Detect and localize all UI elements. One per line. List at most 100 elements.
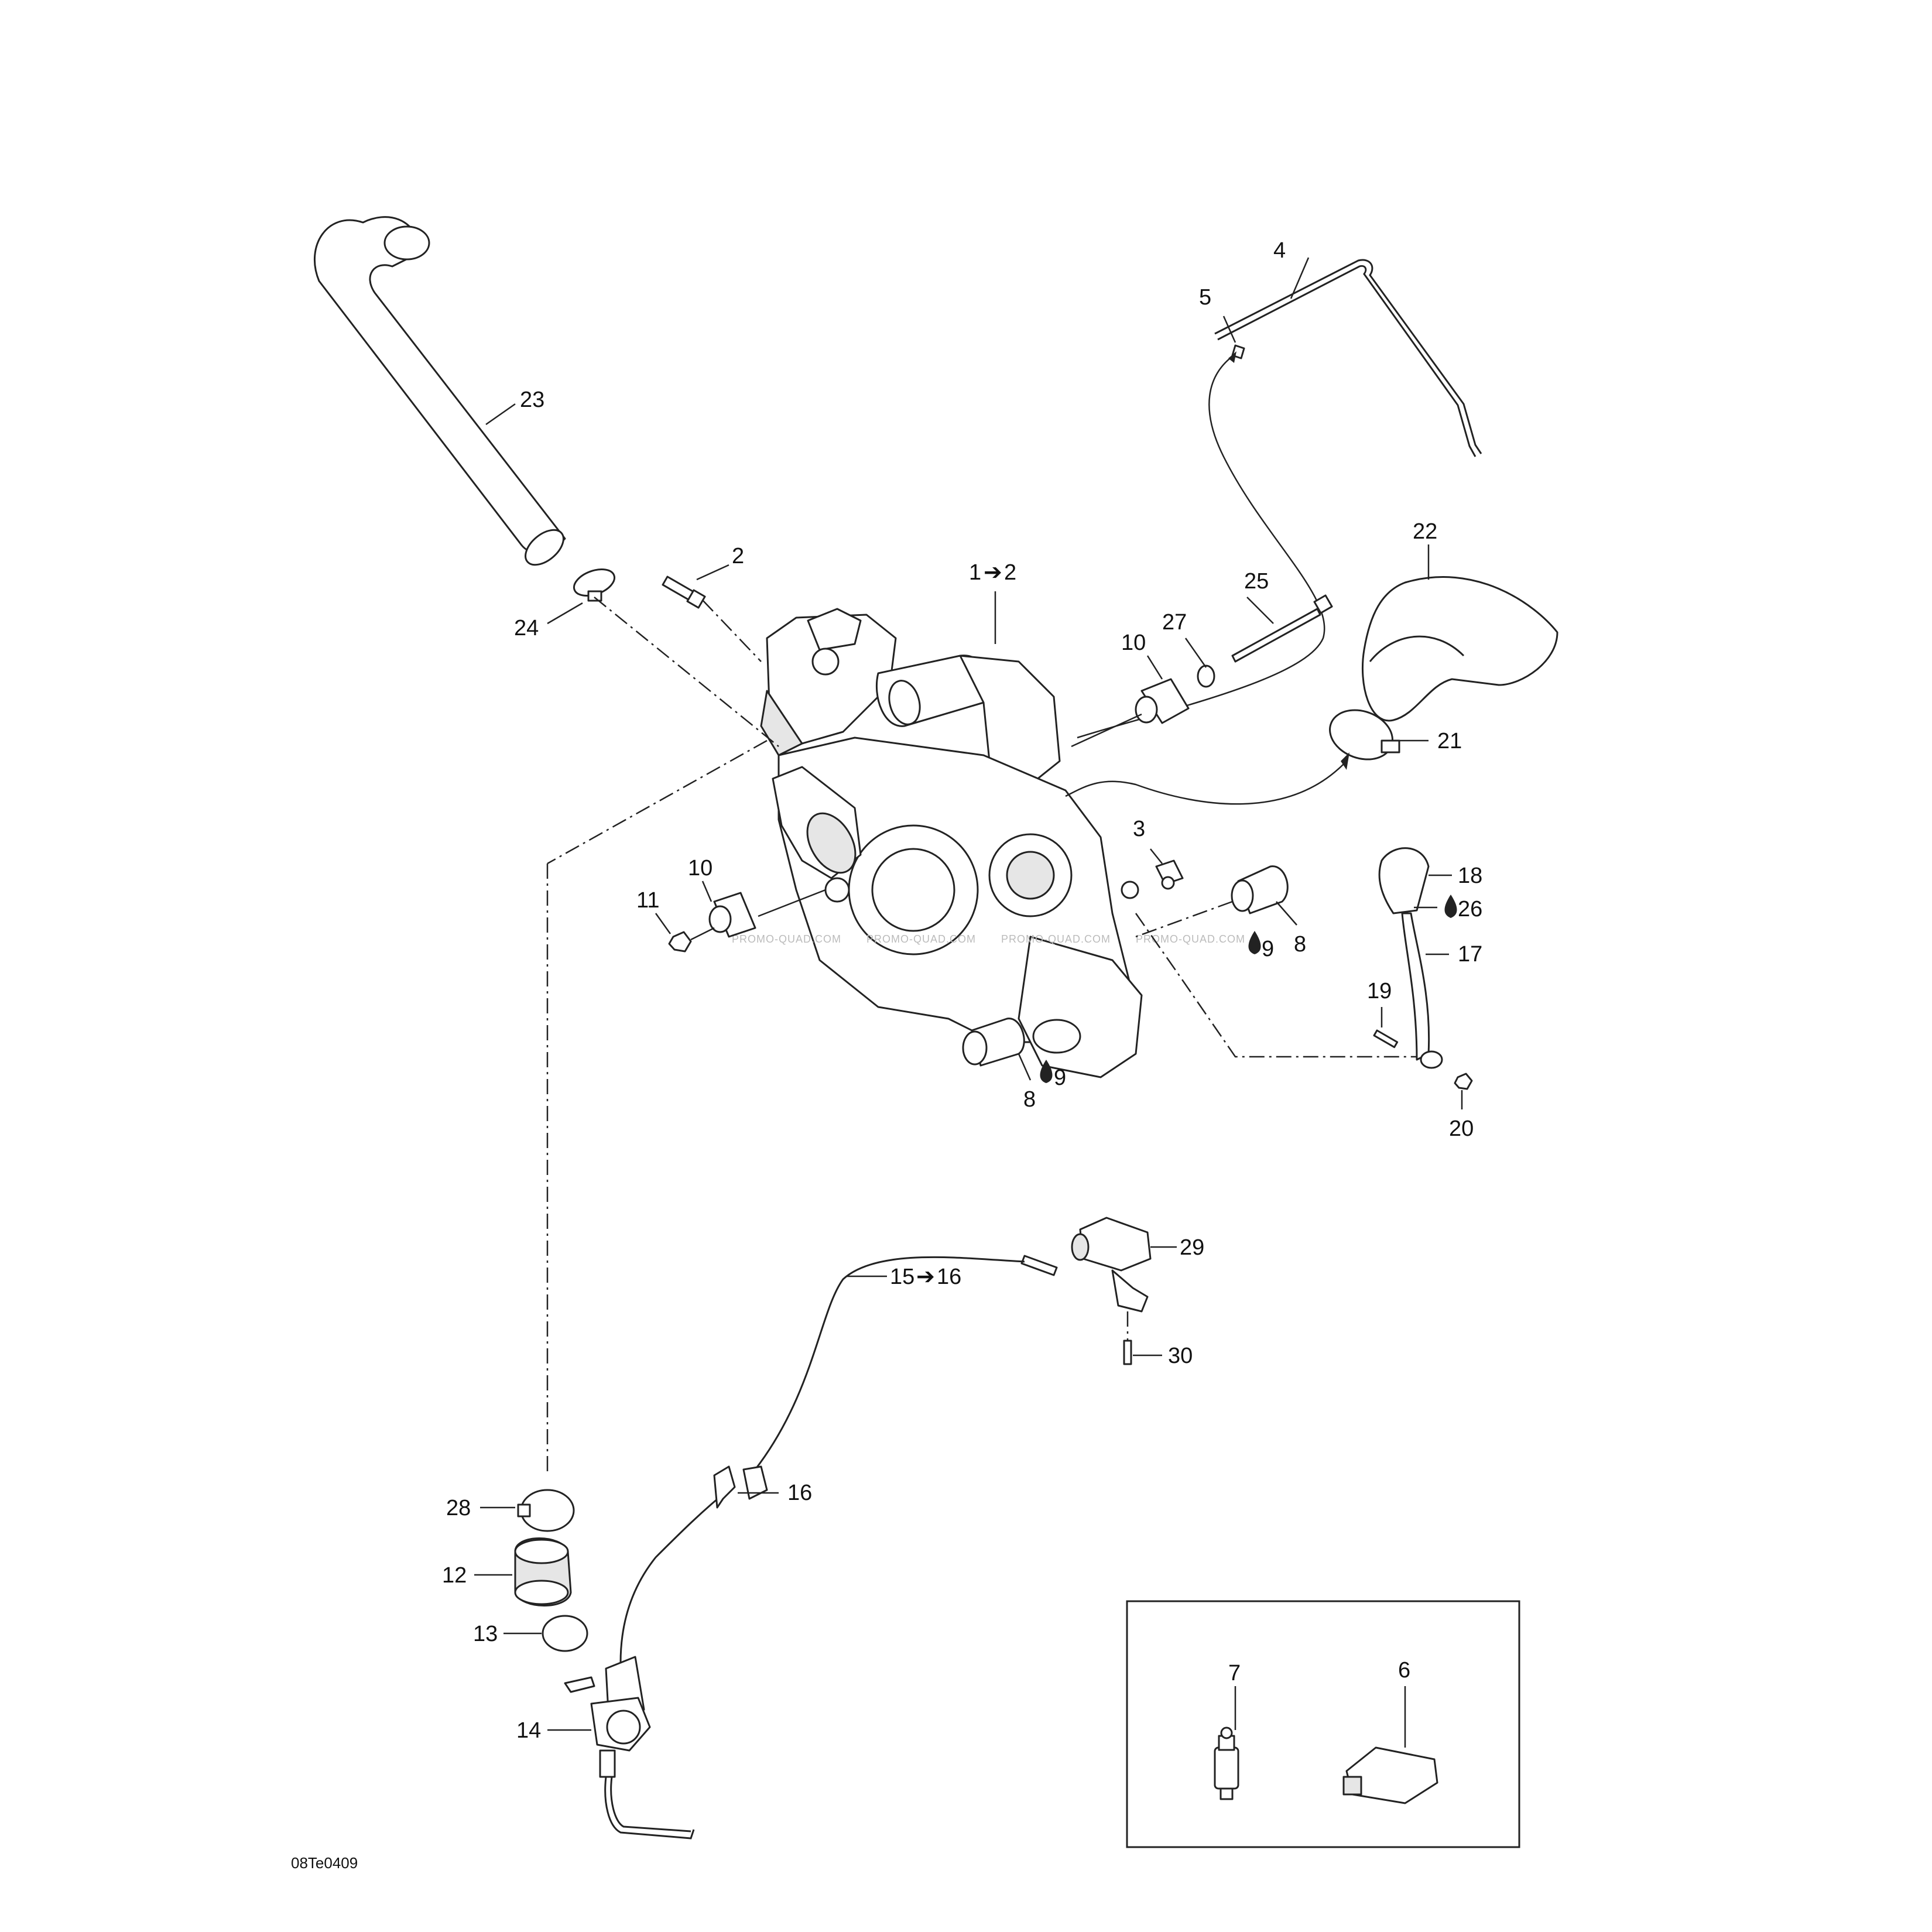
leader-24 (547, 602, 583, 625)
callout-15-16-group: 15 ➔ 16 (890, 1265, 961, 1289)
part-25-bolt (1231, 594, 1333, 663)
part-28-clamp (517, 1489, 575, 1532)
part-14-carburetor (564, 1656, 695, 1839)
callout-20: 20 (1449, 1116, 1474, 1141)
callout-13: 13 (473, 1622, 498, 1646)
part-12-intake-boot (514, 1537, 572, 1606)
part-22-air-filter (1362, 576, 1558, 722)
part-10-bushing-lower (708, 892, 756, 938)
callout-24: 24 (514, 616, 539, 640)
axis-10-upper (1071, 713, 1142, 748)
callout-23: 23 (520, 388, 544, 412)
callout-25: 25 (1244, 569, 1269, 594)
callout-5: 5 (1199, 285, 1211, 310)
axis-2 (702, 600, 762, 662)
callout-19: 19 (1367, 979, 1392, 1003)
right-arrow-icon: ➔ (916, 1265, 935, 1289)
axis-carb-engine (547, 739, 768, 865)
axis-8-upper (1135, 900, 1233, 938)
oil-drop-icon (1248, 931, 1261, 954)
callout-12: 12 (442, 1563, 467, 1588)
routing-line-21 (1065, 763, 1344, 805)
callout-9-upper: 9 (1262, 937, 1274, 961)
leader-8-lower (1018, 1053, 1032, 1081)
leader-4 (1290, 257, 1310, 299)
engine-assembly (760, 608, 1143, 1078)
leader-11 (655, 913, 672, 934)
watermark: PROMO-QUAD.COM (866, 933, 976, 945)
oil-drop-icon (1040, 1060, 1053, 1083)
callout-1-target: 2 (1004, 560, 1016, 585)
leader-25 (1246, 597, 1274, 624)
part-29-throttle (1071, 1217, 1152, 1313)
callout-8-lower: 8 (1023, 1087, 1036, 1112)
callout-10-upper: 10 (1121, 631, 1146, 655)
callout-21: 21 (1437, 729, 1462, 753)
part-8-mount-lower (962, 1018, 1025, 1067)
part-13-clamp (542, 1615, 588, 1652)
part-7-fuel-pump (1214, 1727, 1239, 1800)
callout-7: 7 (1228, 1661, 1241, 1686)
callout-16: 16 (787, 1481, 812, 1505)
part-16-cable-adjuster (713, 1465, 736, 1509)
callout-18: 18 (1458, 864, 1482, 888)
arrow-head-icon (1228, 351, 1236, 363)
leader-8-upper (1276, 901, 1297, 926)
right-arrow-icon: ➔ (984, 560, 1002, 585)
part-10-bushing-upper (1135, 678, 1190, 724)
routing-line-5 (1077, 353, 1325, 739)
callout-11: 11 (636, 888, 659, 913)
part-21-clamp (1329, 709, 1400, 761)
axis-23-24 (594, 597, 779, 747)
watermark: PROMO-QUAD.COM (1136, 933, 1245, 945)
watermark: PROMO-QUAD.COM (1001, 933, 1111, 945)
part-2-spark-plug (662, 576, 706, 609)
part-23-tube (313, 216, 566, 566)
watermark: PROMO-QUAD.COM (732, 933, 841, 945)
leader-2 (696, 564, 729, 581)
callout-1-2-group: 1 ➔ 2 (969, 560, 1016, 585)
callout-8-upper: 8 (1294, 932, 1306, 957)
callout-4: 4 (1273, 238, 1286, 263)
reference-code: 08Te0409 (291, 1854, 358, 1872)
part-17-lever (1401, 912, 1443, 1069)
callout-2: 2 (732, 544, 744, 568)
axis-10-lower (758, 889, 826, 917)
leader-27 (1184, 638, 1207, 668)
part-30-screw (1123, 1311, 1132, 1365)
callout-3: 3 (1133, 817, 1145, 841)
part-15-throttle-cable (619, 1255, 1058, 1663)
oil-drop-icon (1444, 895, 1457, 918)
callout-17: 17 (1458, 942, 1482, 967)
part-27-washer (1197, 664, 1215, 688)
callout-28: 28 (446, 1496, 471, 1520)
part-20-nut (1454, 1073, 1473, 1090)
leader-10-upper (1146, 655, 1163, 680)
part-24-clamp (573, 568, 616, 602)
part-8-mount-upper (1231, 865, 1289, 914)
callout-29: 29 (1180, 1235, 1204, 1260)
callout-6: 6 (1398, 1658, 1410, 1683)
callout-15-target: 16 (937, 1265, 961, 1289)
leader-3 (1150, 848, 1163, 864)
callout-10-lower: 10 (688, 856, 712, 881)
callout-27: 27 (1162, 610, 1187, 635)
callout-30: 30 (1168, 1344, 1193, 1368)
axis-11 (690, 927, 715, 941)
inset-box (1126, 1600, 1520, 1848)
leader-5 (1222, 316, 1236, 343)
arrow-head-icon (1341, 752, 1349, 770)
part-6-module (1342, 1746, 1438, 1804)
leader-10-lower (701, 881, 712, 902)
part-19-bolt (1373, 1029, 1399, 1049)
leader-23 (485, 403, 516, 426)
part-4-vent-tube (1214, 259, 1482, 457)
callout-14: 14 (516, 1718, 541, 1743)
callout-15: 15 (890, 1265, 914, 1289)
callout-22: 22 (1413, 519, 1437, 544)
part-11-nut (668, 931, 692, 953)
part-3-bracket (1155, 859, 1184, 890)
axis-lever (1135, 913, 1417, 1058)
callout-9-lower: 9 (1054, 1066, 1066, 1090)
